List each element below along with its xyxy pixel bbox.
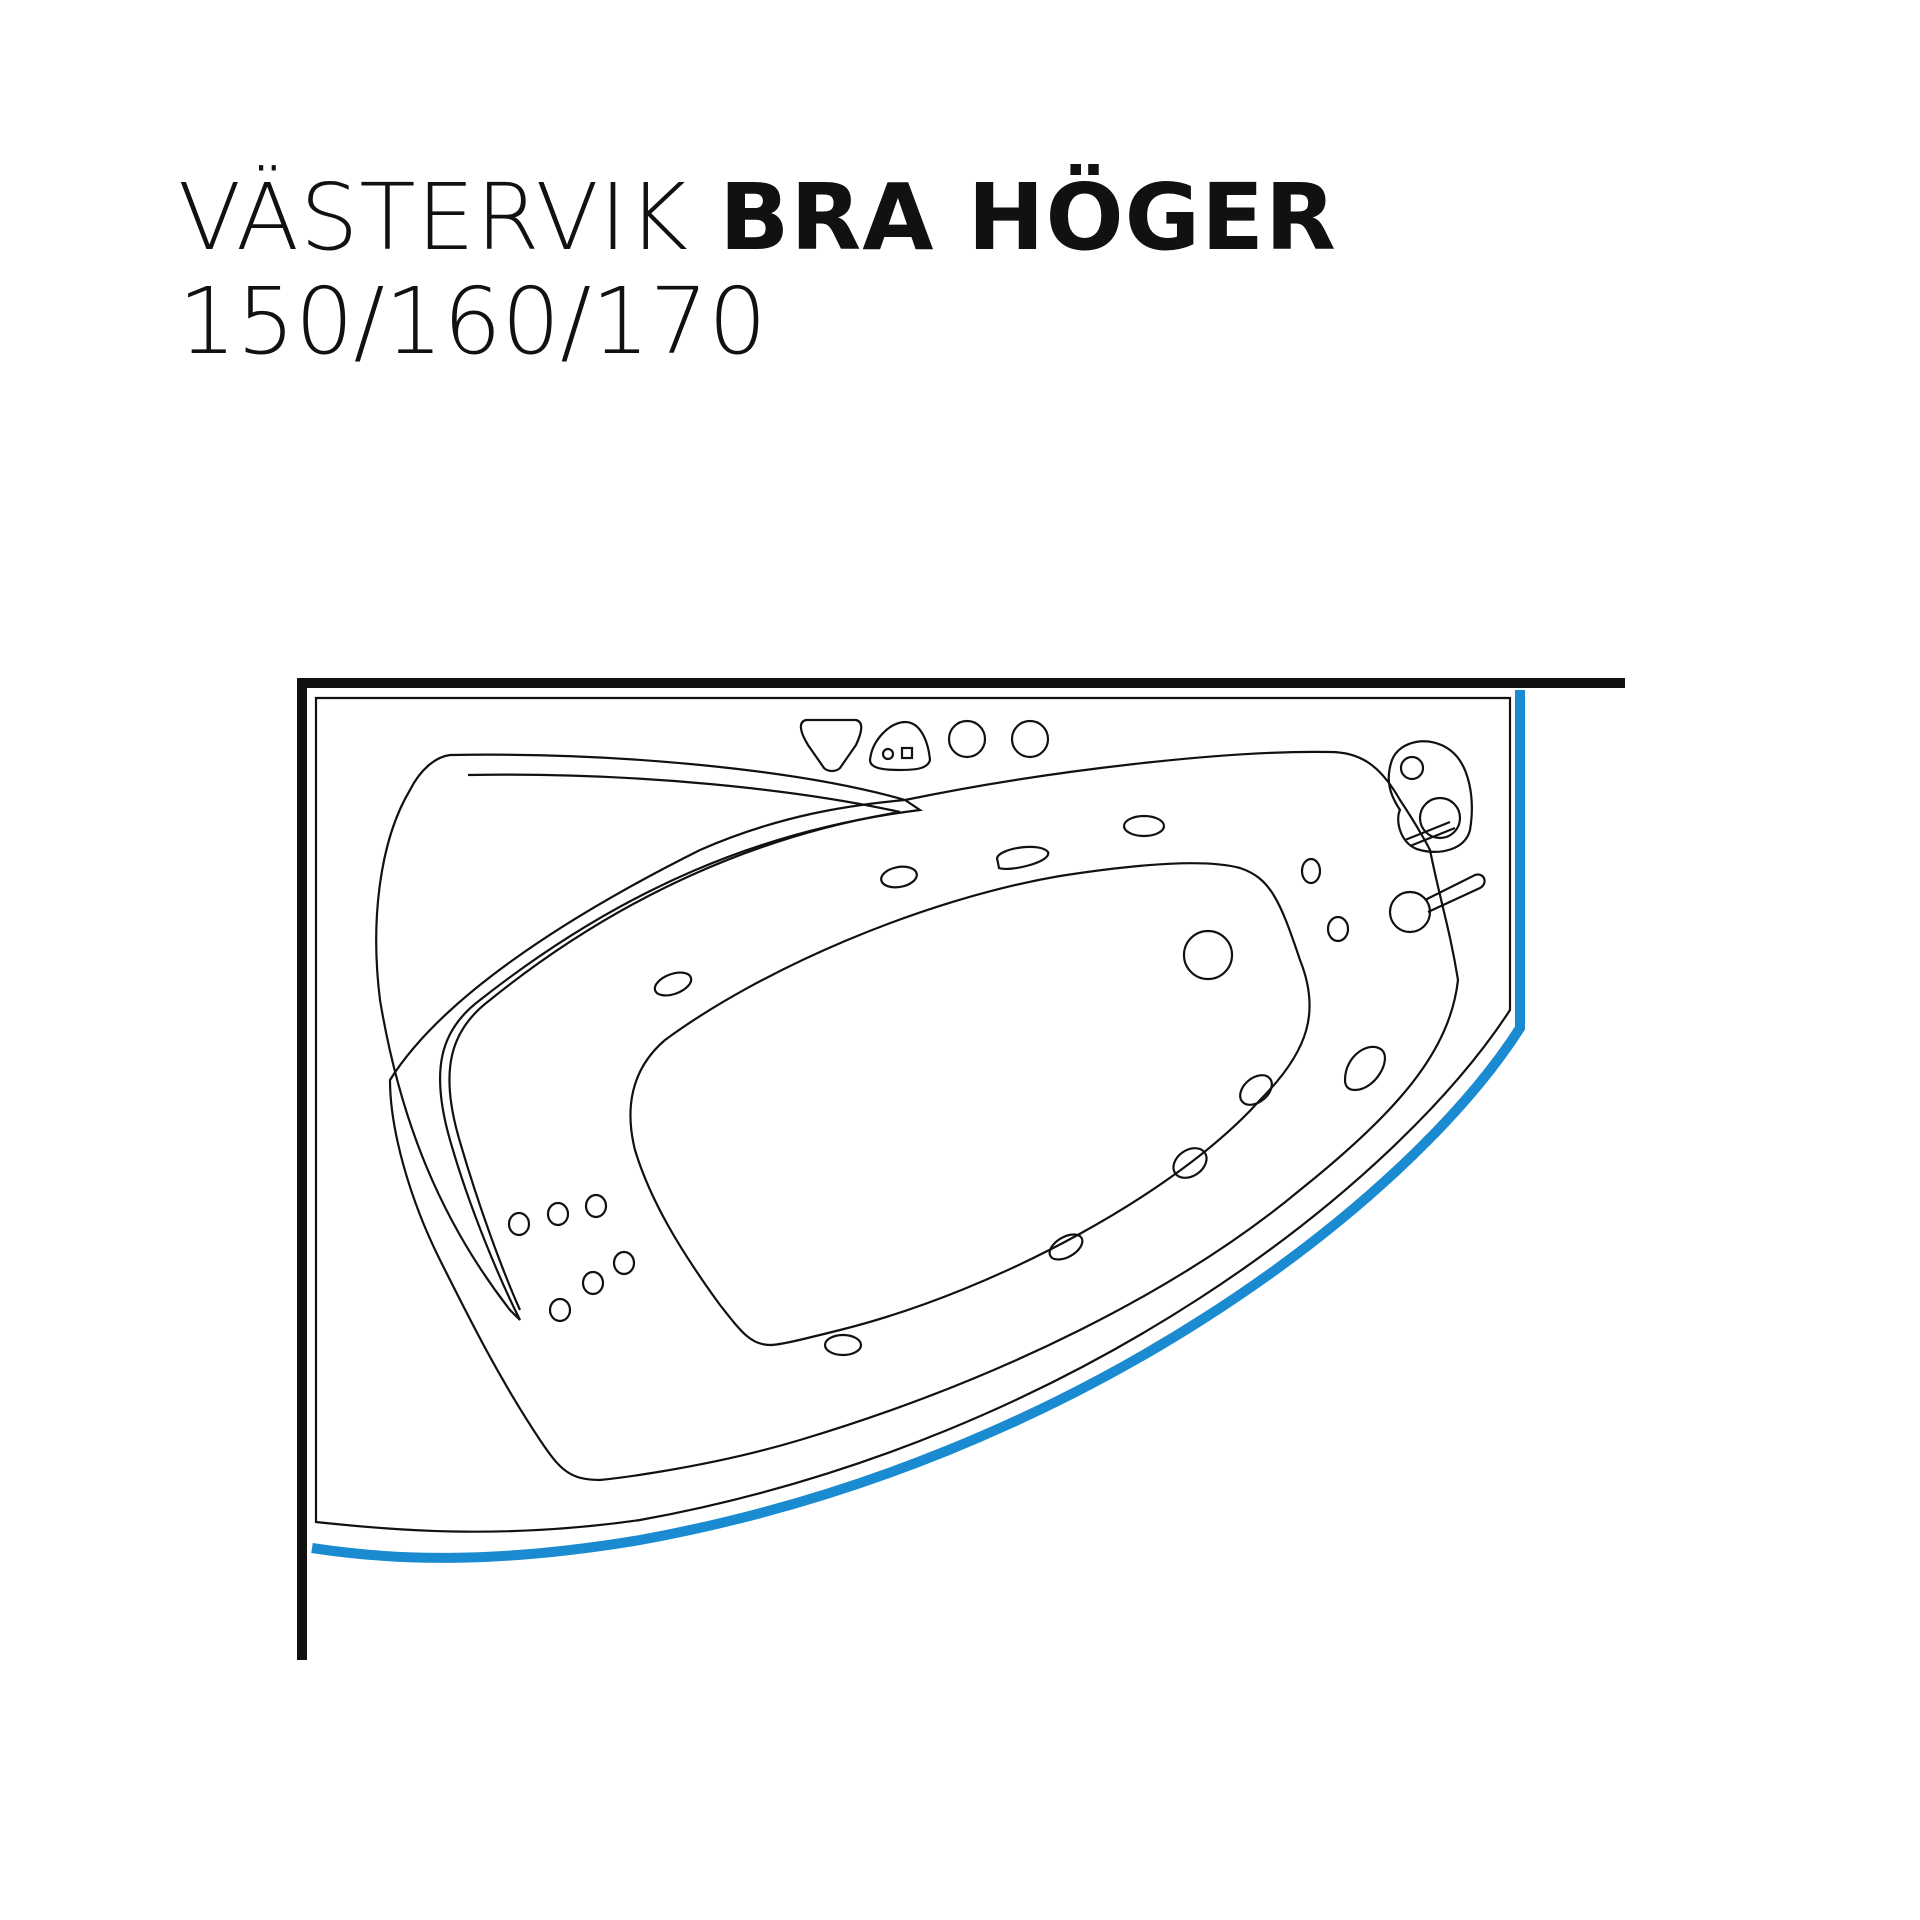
product-title: VÄSTERVIK BRA HÖGER bbox=[178, 168, 1337, 268]
jet-icon bbox=[1172, 1147, 1208, 1179]
mixer-icon bbox=[1388, 890, 1432, 934]
jet-icon bbox=[1326, 915, 1350, 943]
tub-shell-left-inner bbox=[448, 773, 901, 1311]
tub-inner-basin bbox=[629, 862, 1311, 1347]
drain-icon bbox=[1182, 929, 1234, 981]
control-knob-icon bbox=[868, 720, 932, 772]
title-variant-name: BRA HÖGER bbox=[719, 164, 1337, 271]
control-knob-icon bbox=[1010, 719, 1050, 759]
jet-icon bbox=[823, 1333, 863, 1357]
faucet-icon bbox=[1399, 755, 1425, 781]
jet-icon bbox=[1122, 814, 1166, 838]
button-icon bbox=[900, 746, 914, 760]
faucet-icon bbox=[1418, 796, 1462, 840]
spout-icon bbox=[1404, 820, 1456, 848]
button-icon bbox=[881, 747, 895, 761]
jet-icon bbox=[995, 845, 1050, 870]
jet-icon bbox=[1048, 1233, 1084, 1261]
front-apron-edge bbox=[311, 690, 1525, 1563]
headrest-icon bbox=[799, 718, 863, 773]
jet-icon bbox=[507, 1211, 531, 1237]
jet-icon bbox=[581, 1270, 605, 1296]
control-knob-icon bbox=[947, 719, 987, 759]
product-sizes: 150/160/170 bbox=[178, 268, 767, 375]
handshower-icon bbox=[1387, 740, 1473, 853]
lever-icon bbox=[1424, 873, 1486, 913]
wall-outline bbox=[297, 678, 1625, 1660]
jet-icon bbox=[1300, 857, 1322, 885]
jet-icon bbox=[584, 1193, 608, 1219]
tub-outer-rim bbox=[314, 696, 1512, 1533]
jet-icon bbox=[880, 865, 918, 889]
tub-shell-left bbox=[375, 753, 924, 1321]
tub-rim-main bbox=[388, 750, 1460, 1482]
jet-icon bbox=[612, 1250, 636, 1276]
jet-icon bbox=[548, 1297, 572, 1323]
title-model-name: VÄSTERVIK bbox=[178, 164, 690, 271]
jet-icon bbox=[1343, 1045, 1387, 1092]
jet-icon bbox=[653, 971, 693, 997]
jet-icon bbox=[546, 1201, 570, 1227]
jet-icon bbox=[1239, 1074, 1273, 1106]
